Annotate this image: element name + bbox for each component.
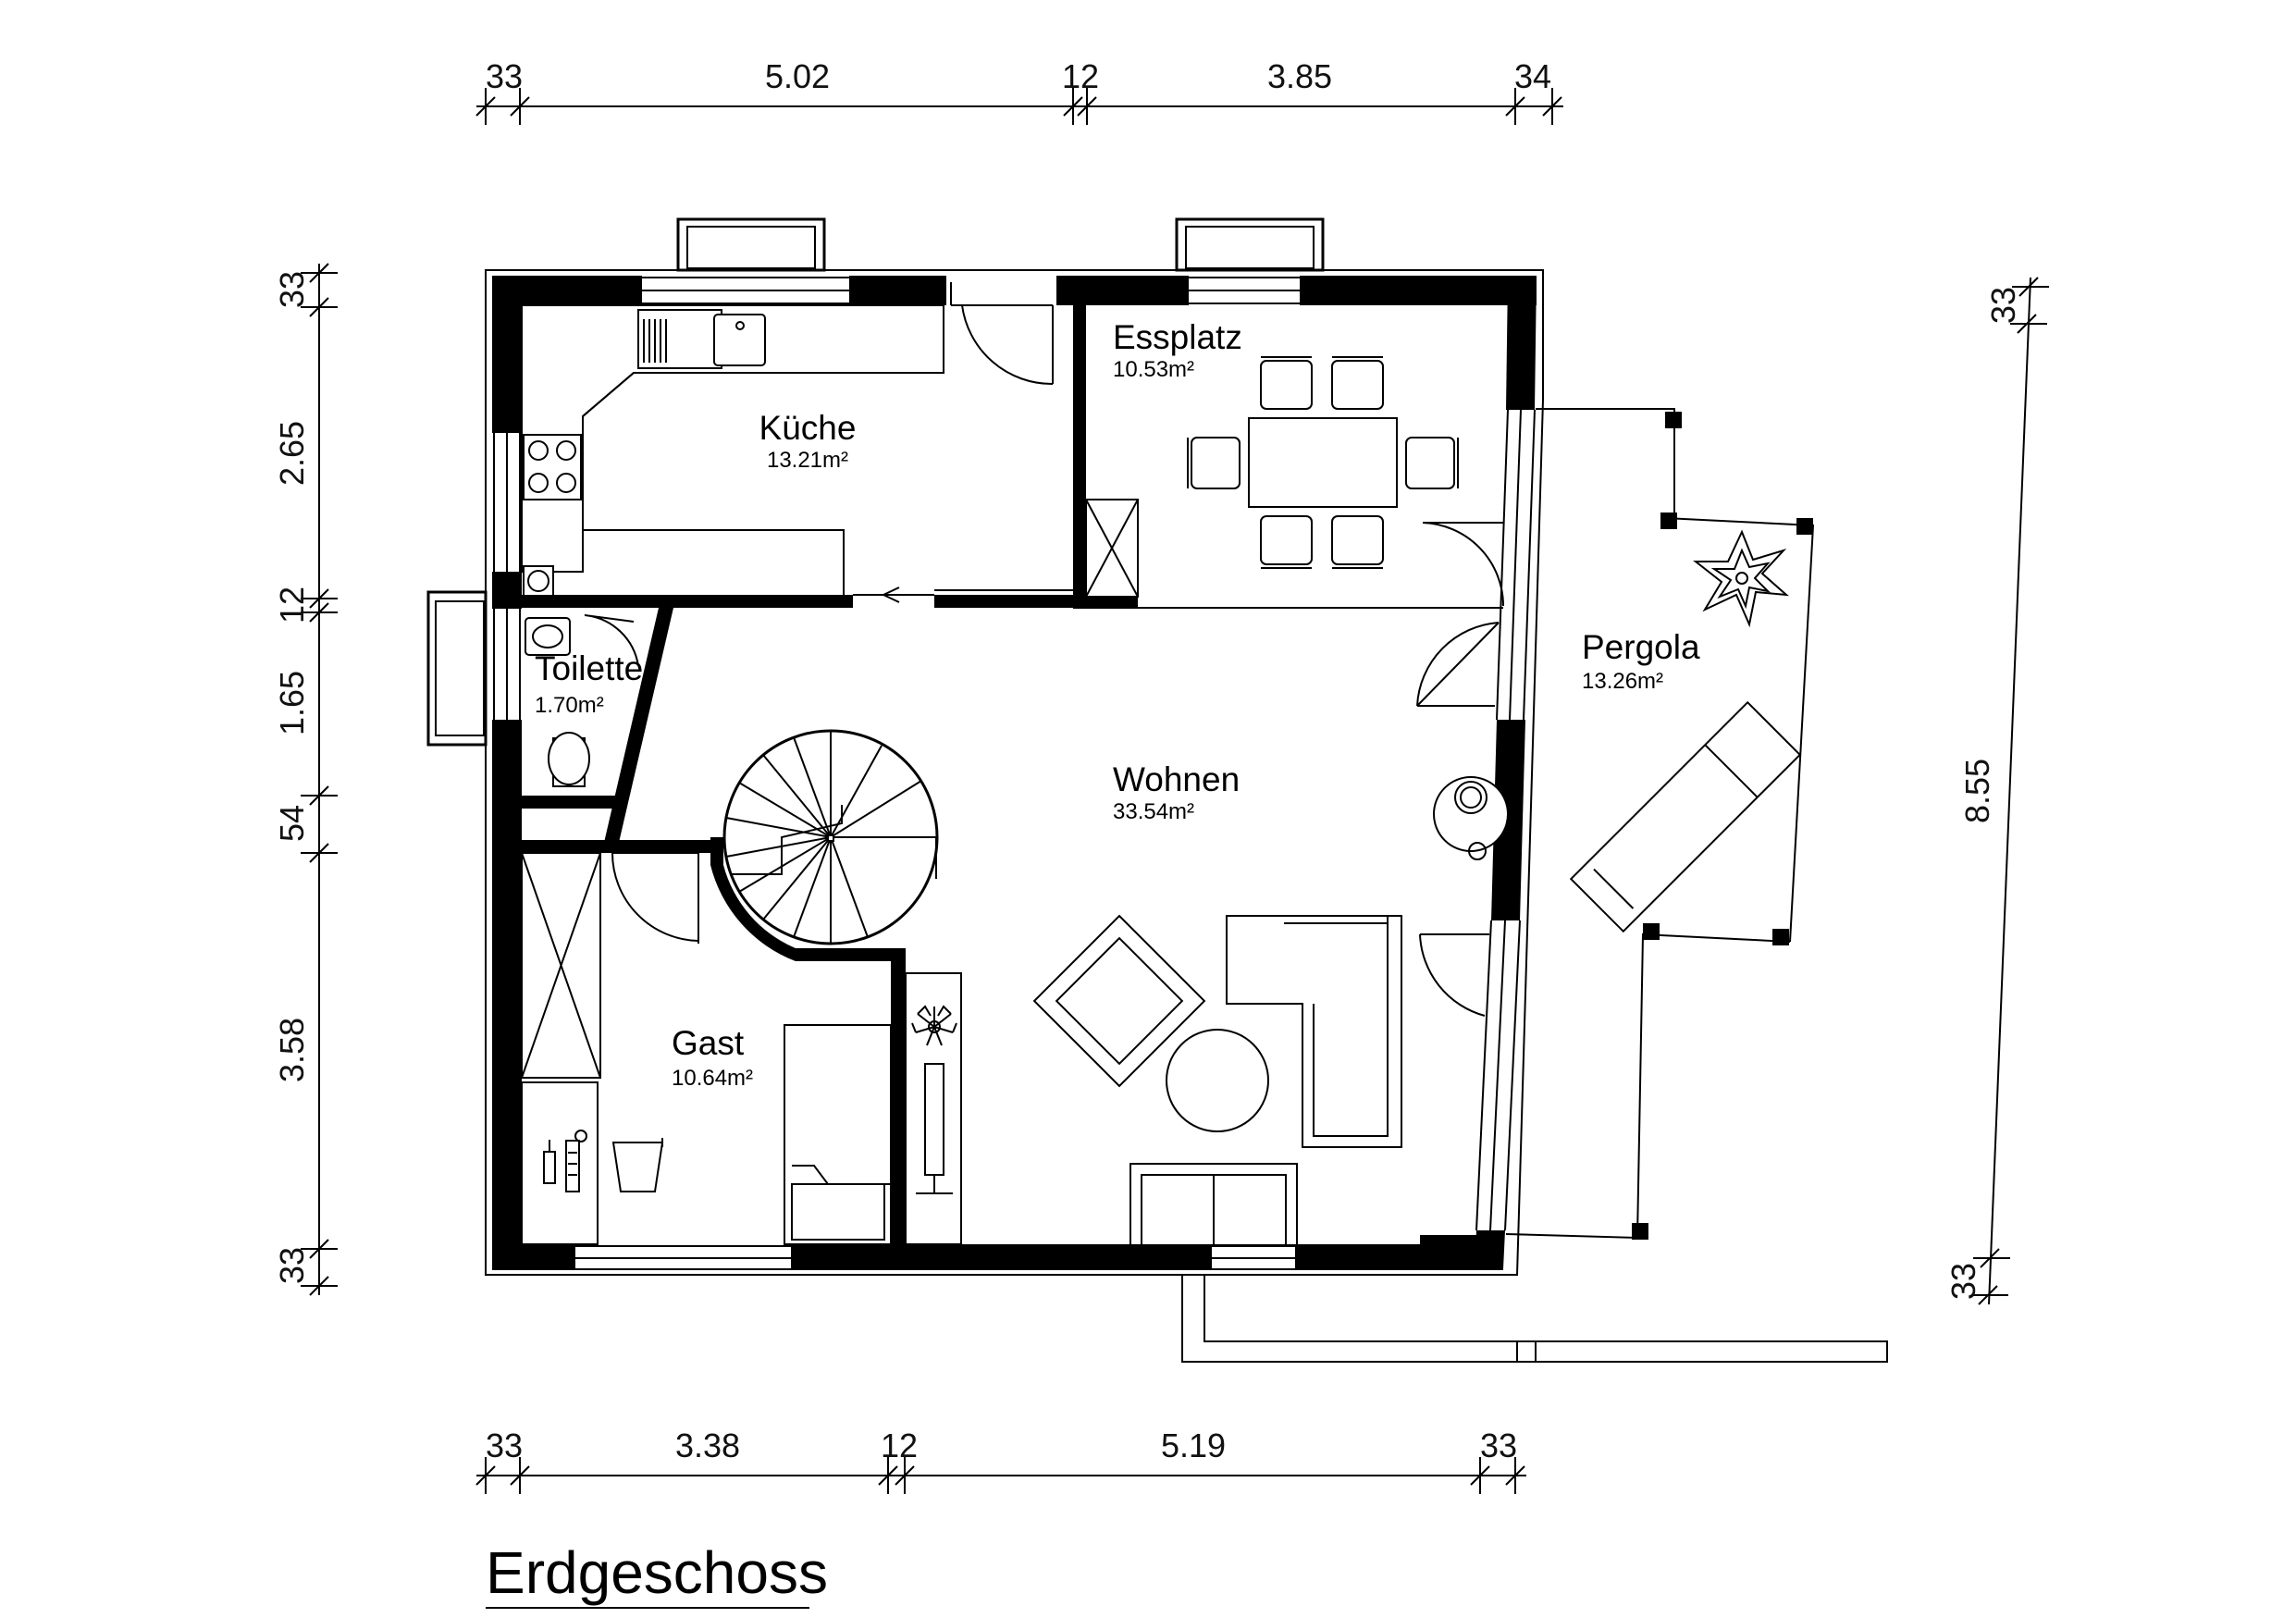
bed — [784, 1024, 892, 1245]
room-name-toilette: Toilette — [535, 649, 643, 687]
dim-left-5: 3.58 — [273, 1018, 311, 1082]
room-name-wohnen: Wohnen — [1113, 760, 1240, 798]
pergola — [1505, 408, 1815, 1240]
sink-drainboard — [643, 319, 667, 363]
dim-bottom-3: 5.19 — [1161, 1427, 1226, 1464]
room-name-kueche: Küche — [759, 409, 857, 447]
coffee-table — [1166, 1029, 1269, 1132]
dim-right-1: 8.55 — [1958, 759, 1996, 823]
plan-title: Erdgeschoss — [486, 1539, 828, 1609]
room-labels: Küche 13.21m² Essplatz 10.53m² Toilette … — [535, 318, 1700, 1091]
terrace-path — [1181, 1275, 1888, 1363]
sink-basin — [713, 314, 766, 366]
dim-left-4: 54 — [273, 805, 311, 842]
sun-lounger — [1569, 700, 1802, 933]
dining-set — [1085, 356, 1503, 609]
spiral-staircase — [722, 729, 939, 945]
dim-left-0: 33 — [273, 271, 311, 308]
armchair — [1032, 914, 1206, 1088]
desk — [521, 1081, 599, 1245]
left-dimension-chain: 33 2.65 12 1.65 54 3.58 33 — [273, 263, 338, 1296]
wash-basin — [525, 617, 571, 656]
dim-left-2: 12 — [273, 587, 311, 624]
round-sink — [523, 565, 554, 597]
dim-left-1: 2.65 — [273, 421, 311, 486]
room-area-toilette: 1.70m² — [535, 693, 604, 718]
plant-icon — [1693, 529, 1789, 628]
dining-table — [1248, 417, 1398, 508]
windows — [493, 277, 1536, 1270]
room-area-essplatz: 10.53m² — [1113, 357, 1194, 382]
side-table — [1433, 776, 1509, 860]
dim-bottom-4: 33 — [1480, 1427, 1517, 1464]
stove — [523, 434, 582, 500]
room-name-pergola: Pergola — [1582, 628, 1700, 666]
guest-furniture — [521, 852, 892, 1245]
cabinet-x — [1085, 499, 1139, 598]
bottom-dimension-chain: 33 3.38 12 5.19 33 — [475, 1427, 1526, 1494]
watermark-text: www.grundriss.com — [493, 1015, 522, 1241]
toilet-fixtures — [525, 617, 590, 787]
room-name-gast: Gast — [672, 1024, 745, 1062]
kitchen-counter — [521, 304, 944, 597]
right-dimension-chain: 33 8.55 33 — [1944, 277, 2049, 1305]
computer-icon — [543, 1130, 587, 1192]
dim-left-3: 1.65 — [273, 671, 311, 735]
walls — [492, 276, 1537, 1270]
dim-top-0: 33 — [486, 57, 523, 95]
dim-top-3: 3.85 — [1267, 57, 1332, 95]
plan-title-text: Erdgeschoss — [486, 1539, 828, 1606]
desk-chair — [611, 1138, 664, 1192]
dim-bottom-0: 33 — [486, 1427, 523, 1464]
dim-bottom-2: 12 — [881, 1427, 918, 1464]
room-area-kueche: 13.21m² — [767, 448, 848, 473]
dim-bottom-1: 3.38 — [675, 1427, 740, 1464]
wardrobe-x — [521, 852, 601, 1079]
outer-outline — [485, 269, 1544, 1276]
room-area-pergola: 13.26m² — [1582, 669, 1663, 694]
dim-top-2: 12 — [1062, 57, 1099, 95]
room-area-wohnen: 33.54m² — [1113, 799, 1194, 824]
room-name-essplatz: Essplatz — [1113, 318, 1242, 356]
doors — [584, 282, 1504, 1017]
top-dimension-chain: 33 5.02 12 3.85 34 — [475, 57, 1563, 125]
window-sills — [426, 217, 1325, 747]
room-area-gast: 10.64m² — [672, 1066, 753, 1091]
living-furniture — [905, 776, 1509, 1246]
dim-left-6: 33 — [273, 1247, 311, 1284]
plant-icon — [911, 1005, 957, 1046]
dim-top-1: 5.02 — [765, 57, 830, 95]
dim-right-2: 33 — [1944, 1263, 1982, 1300]
two-seat-sofa — [1129, 1163, 1298, 1246]
dining-chairs — [1187, 356, 1459, 569]
dim-top-4: 34 — [1514, 57, 1551, 95]
dim-right-0: 33 — [1984, 287, 2022, 324]
wc-bowl — [548, 732, 590, 785]
